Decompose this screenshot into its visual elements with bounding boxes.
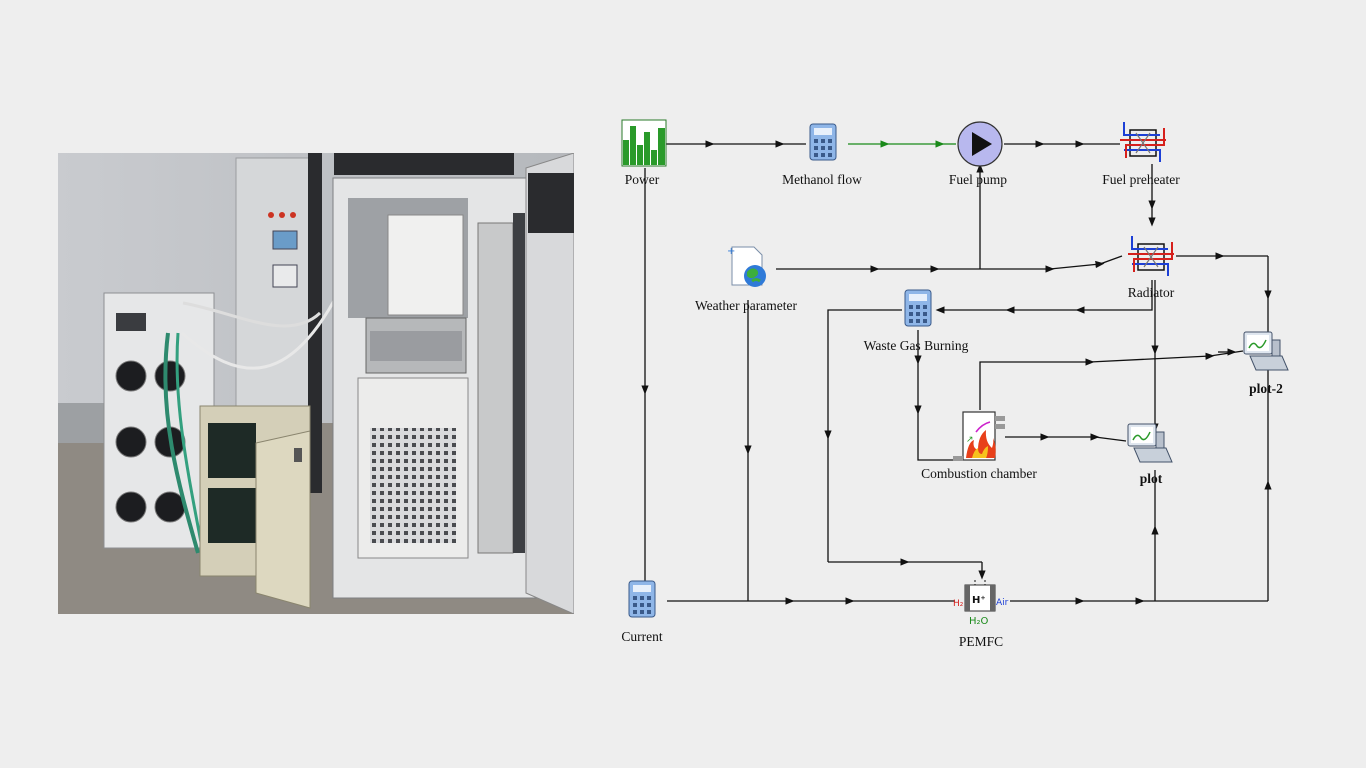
equipment-photo [58, 153, 574, 614]
fuel-preheater-label: Fuel preheater [1102, 172, 1180, 187]
calculator-icon[interactable] [628, 580, 656, 618]
pemfc-label: PEMFC [959, 634, 1003, 649]
heat-exchanger-icon[interactable] [1120, 122, 1166, 162]
air-port-label: Air [996, 598, 1009, 608]
radiator-heat-exchanger-icon[interactable] [1128, 236, 1174, 276]
combustion-chamber-icon[interactable]: ↗ [953, 411, 1005, 461]
plot-monitor-icon[interactable] [1243, 331, 1289, 371]
power-icon[interactable] [621, 119, 667, 167]
methanol-flow-label: Methanol flow [782, 172, 862, 187]
weather-parameter-label: Weather parameter [695, 298, 797, 313]
plot-monitor-icon[interactable] [1127, 423, 1173, 463]
fuel-cell-icon[interactable]: H⁺ H₂ Air H₂O [953, 580, 1009, 627]
globe-document-icon[interactable]: + [727, 246, 766, 287]
waste-gas-burning-label: Waste Gas Burning [864, 338, 969, 353]
fuel-pump-label: Fuel pump [949, 172, 1007, 187]
connection-lines [641, 140, 1272, 605]
plot-label: plot [1140, 471, 1163, 486]
plot-2-label: plot-2 [1249, 381, 1283, 396]
calculator-icon[interactable] [809, 123, 837, 161]
radiator-label: Radiator [1128, 285, 1175, 300]
h2o-port-label: H₂O [969, 616, 989, 627]
power-label: Power [625, 172, 660, 187]
current-label: Current [621, 629, 662, 644]
hplus-label: H⁺ [972, 595, 986, 606]
svg-text:↗: ↗ [966, 435, 974, 445]
svg-text:+: + [727, 246, 735, 257]
combustion-chamber-label: Combustion chamber [921, 466, 1037, 481]
h2-port-label: H₂ [953, 599, 964, 609]
calculator-icon[interactable] [904, 289, 932, 327]
system-diagram: Power Methanol flow Fuel pump Fuel prehe… [621, 119, 1289, 649]
pump-icon[interactable] [957, 121, 1003, 167]
